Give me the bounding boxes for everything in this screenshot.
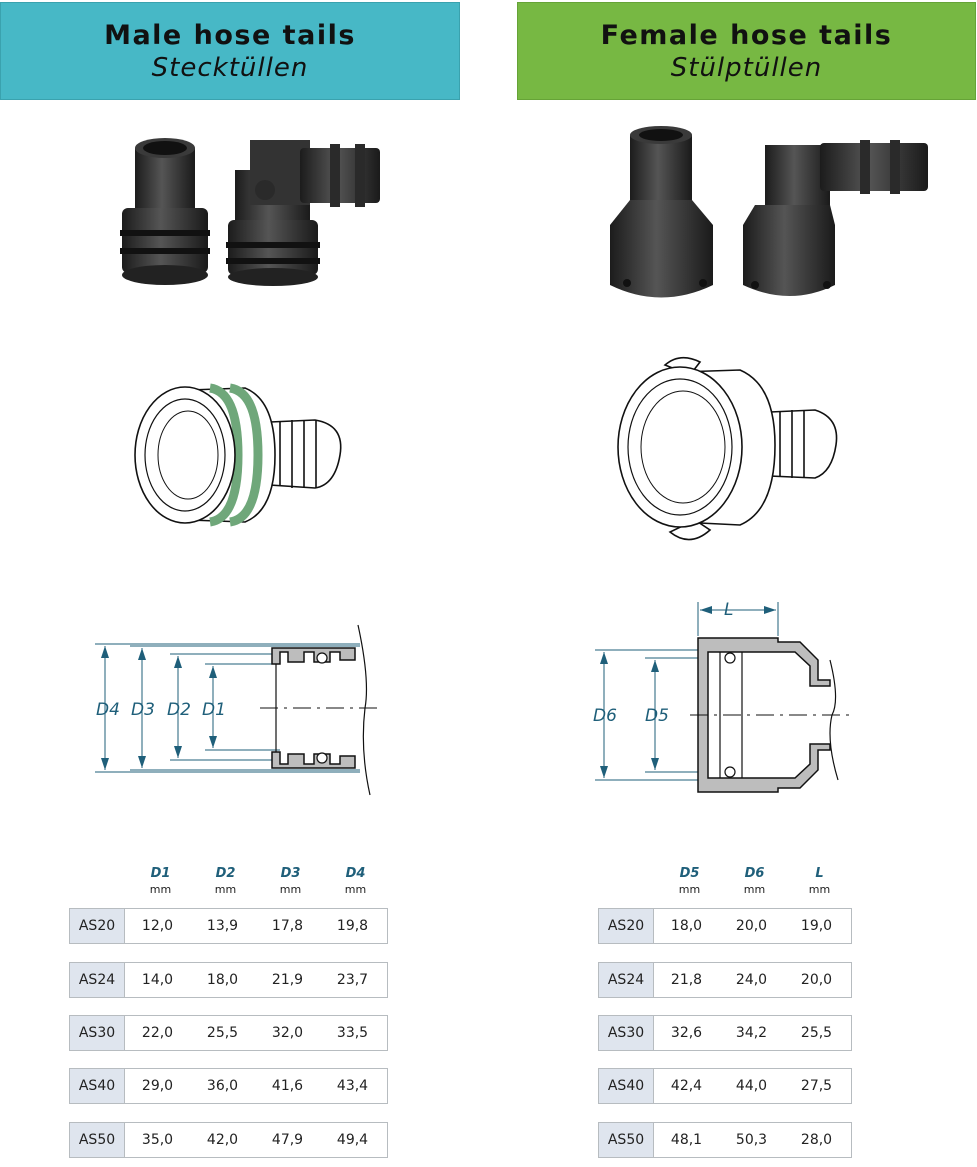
female-col-l: L mm [808,866,831,896]
dim-label-d3: D3 [131,700,155,720]
table-row: AS30 22,0 25,5 32,0 33,5 [69,1015,388,1051]
male-product-photo [120,138,380,286]
male-col-d2: D2 mm [214,866,237,896]
female-col-d6: D6 mm [743,866,766,896]
male-technical-drawing [95,624,380,796]
dim-label-d6: D6 [593,706,617,726]
female-line-drawing [617,356,838,541]
male-header: Male hose tails Stecktüllen [0,2,460,100]
female-product-photo [610,126,928,298]
table-row: AS50 48,1 50,3 28,0 [598,1122,852,1158]
female-technical-drawing [595,602,850,793]
dim-label-d5: D5 [645,706,669,726]
male-subtitle: Stecktüllen [151,53,309,83]
male-line-drawing [134,383,342,527]
female-col-d5: D5 mm [678,866,701,896]
table-row: AS24 21,8 24,0 20,0 [598,962,852,998]
female-header: Female hose tails Stülptüllen [517,2,976,100]
table-row: AS40 42,4 44,0 27,5 [598,1068,852,1104]
table-row: AS24 14,0 18,0 21,9 23,7 [69,962,388,998]
dim-label-d1: D1 [202,700,226,720]
male-col-d4: D4 mm [344,866,367,896]
table-row: AS30 32,6 34,2 25,5 [598,1015,852,1051]
male-col-d3: D3 mm [279,866,302,896]
table-row: AS40 29,0 36,0 41,6 43,4 [69,1068,388,1104]
table-row: AS20 18,0 20,0 19,0 [598,908,852,944]
dim-label-d2: D2 [167,700,191,720]
female-subtitle: Stülptüllen [670,53,823,83]
female-title: Female hose tails [600,20,893,51]
dim-label-l: L [724,600,734,620]
table-row: AS20 12,0 13,9 17,8 19,8 [69,908,388,944]
table-row: AS50 35,0 42,0 47,9 49,4 [69,1122,388,1158]
male-title: Male hose tails [104,20,356,51]
male-col-d1: D1 mm [149,866,172,896]
dim-label-d4: D4 [96,700,120,720]
